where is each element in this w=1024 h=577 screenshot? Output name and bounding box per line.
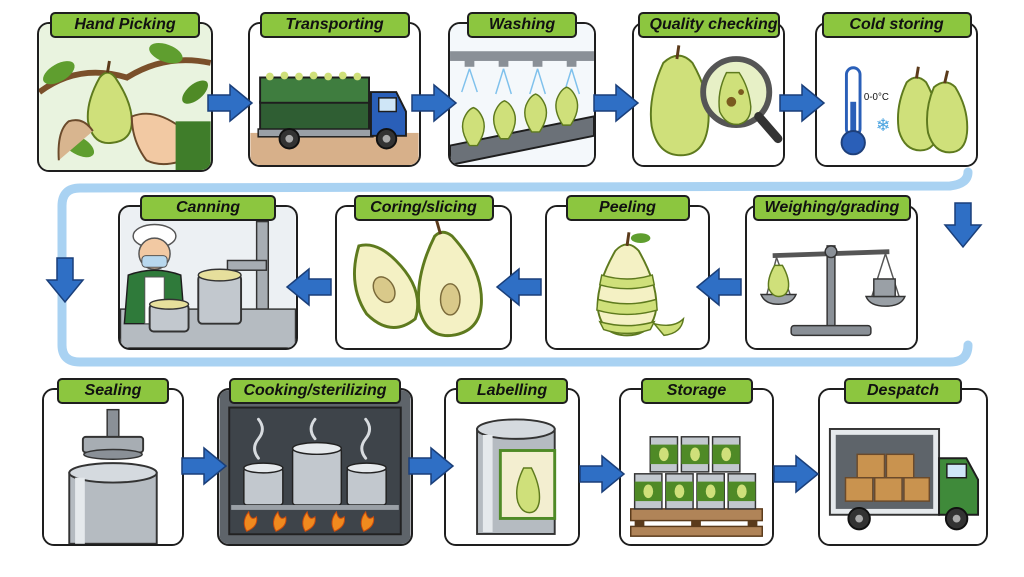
thermometer-readout: 0-0°C <box>864 92 889 103</box>
step-card <box>818 388 988 546</box>
step-label: Storage <box>641 378 753 404</box>
step-label: Despatch <box>844 378 962 404</box>
step-quality-checking: Quality checking <box>632 12 785 167</box>
washing-conveyor-icon <box>450 24 594 165</box>
step-coring-slicing: Coring/slicing <box>335 195 512 350</box>
step-storage: Storage <box>619 378 774 546</box>
worker-canning-icon <box>120 207 296 348</box>
magnifier-pear-icon <box>634 24 783 165</box>
step-transporting: Transporting <box>248 12 421 167</box>
steaming-cans-icon <box>219 390 411 544</box>
thermometer-pear-icon: 0-0°C ❄ <box>817 24 976 165</box>
step-label: Washing <box>467 12 577 38</box>
step-sealing: Sealing <box>42 378 184 546</box>
step-label: Peeling <box>566 195 690 221</box>
step-card <box>42 388 184 546</box>
step-canning: Canning <box>118 195 298 350</box>
sliced-pear-icon <box>337 207 510 348</box>
step-cooking-sterilizing: Cooking/sterilizing <box>217 378 413 546</box>
step-card <box>444 388 580 546</box>
step-label: Cooking/sterilizing <box>229 378 401 404</box>
step-label: Transporting <box>260 12 410 38</box>
step-label: Labelling <box>456 378 568 404</box>
step-card <box>37 22 213 172</box>
step-card <box>248 22 421 167</box>
stacked-cans-icon <box>621 390 772 544</box>
step-labelling: Labelling <box>444 378 580 546</box>
step-label: Cold storing <box>822 12 972 38</box>
pear-tree-hand-icon <box>39 24 211 170</box>
step-card <box>335 205 512 350</box>
step-label: Weighing/grading <box>753 195 911 221</box>
step-label: Hand Picking <box>50 12 200 38</box>
svg-text:❄: ❄ <box>876 116 891 136</box>
step-card <box>118 205 298 350</box>
step-washing: Washing <box>448 12 596 167</box>
step-cold-storing: 0-0°C ❄ Cold storing <box>815 12 978 167</box>
step-card: 0-0°C ❄ <box>815 22 978 167</box>
sealing-press-icon <box>44 390 182 544</box>
step-peeling: Peeling <box>545 195 710 350</box>
step-card <box>632 22 785 167</box>
step-card <box>619 388 774 546</box>
step-label: Canning <box>140 195 276 221</box>
step-label: Coring/slicing <box>354 195 494 221</box>
delivery-truck-icon <box>820 390 986 544</box>
step-hand-picking: Hand Picking <box>37 12 213 172</box>
step-card <box>217 388 413 546</box>
truck-crates-icon <box>250 24 419 165</box>
peeled-pear-icon <box>547 207 708 348</box>
step-label: Quality checking <box>638 12 780 38</box>
step-label: Sealing <box>57 378 169 404</box>
step-weighing-grading: Weighing/grading <box>745 195 918 350</box>
step-despatch: Despatch <box>818 378 988 546</box>
step-card <box>745 205 918 350</box>
step-card <box>545 205 710 350</box>
balance-scale-icon <box>747 207 916 348</box>
step-card <box>448 22 596 167</box>
labelled-can-icon <box>446 390 578 544</box>
